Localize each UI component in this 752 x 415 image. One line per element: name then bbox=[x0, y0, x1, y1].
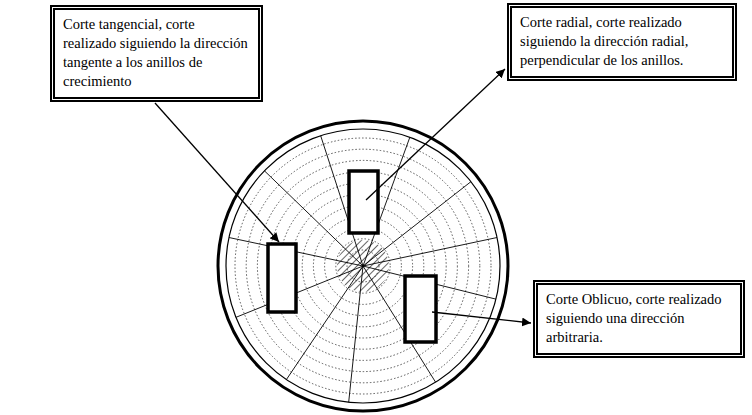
growth-ring bbox=[246, 149, 480, 383]
medullary-ray bbox=[363, 238, 497, 266]
leader-line bbox=[366, 69, 505, 200]
medullary-ray bbox=[349, 266, 363, 402]
leader-line bbox=[155, 103, 279, 242]
callout-text: Corte tangencial, corte realizado siguie… bbox=[63, 15, 251, 91]
tangential-sample bbox=[268, 244, 296, 312]
callout-text: Corte Oblicuo, corte realizado siguiendo… bbox=[546, 290, 733, 347]
oblique-sample bbox=[405, 276, 436, 342]
trunk-section bbox=[218, 121, 508, 411]
radial-sample bbox=[349, 171, 378, 233]
growth-ring bbox=[235, 138, 491, 394]
bark-outer bbox=[218, 121, 508, 411]
medullary-ray bbox=[363, 266, 436, 382]
medullary-ray bbox=[286, 266, 363, 380]
callout-box: Corte tangencial, corte realizado siguie… bbox=[50, 5, 263, 102]
callout-box: Corte Oblicuo, corte realizado siguiendo… bbox=[533, 280, 745, 358]
bark-inner bbox=[226, 129, 500, 403]
leader-line bbox=[432, 312, 531, 323]
medullary-ray bbox=[236, 266, 363, 317]
callout-text: Corte radial, corte realizado siguiendo … bbox=[520, 13, 725, 70]
callout-box: Corte radial, corte realizado siguiendo … bbox=[507, 3, 737, 81]
